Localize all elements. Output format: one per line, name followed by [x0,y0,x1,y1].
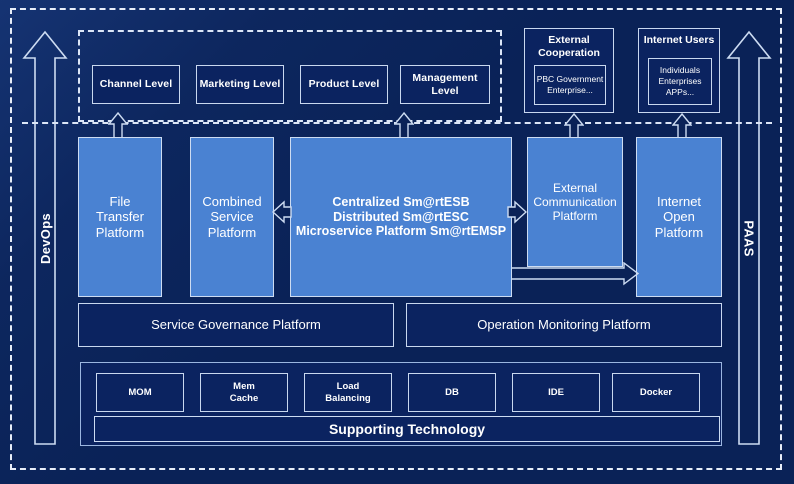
level-label: Product Level [308,78,380,91]
platform-label: Combined Service Platform [202,194,262,240]
supporting-technology-label: Supporting Technology [328,420,486,437]
devops-label: DevOps [37,212,53,264]
platform-label: File Transfer Platform [95,194,145,240]
level-label: Channel Level [99,78,173,91]
external-cooperation-members: PBC Government Enterprise... [534,65,606,105]
platform-label: External Communication Platform [533,180,617,224]
internet-users-title: Internet Users [643,34,715,46]
platform-internet-open[interactable]: Internet Open Platform [636,137,722,297]
platform-label: Centralized Sm@rtESB Distributed Sm@rtES… [295,194,507,239]
external-cooperation-group[interactable]: External Cooperation PBC Government Ente… [524,28,614,113]
platform-label: Internet Open Platform [654,194,704,240]
paas-arrow: PAAS [726,28,772,448]
operation-monitoring-platform[interactable]: Operation Monitoring Platform [406,303,722,347]
tech-box-mem-cache[interactable]: Mem Cache [200,373,288,412]
external-comm-outbound-arrow [507,198,528,231]
internet-users-members-label: Individuals Enterprises APPs... [658,64,702,98]
tech-label: Docker [639,386,673,398]
management-label: Service Governance Platform [151,317,321,333]
diagram-outer-frame [10,8,782,470]
internet-users-group[interactable]: Internet Users Individuals Enterprises A… [638,28,720,113]
level-label: Marketing Level [199,78,281,91]
combined-service-inbound-arrow [271,198,292,231]
level-box-management[interactable]: Management Level [400,65,490,104]
internet-users-members: Individuals Enterprises APPs... [648,58,712,105]
paas-label-wrap: PAAS [726,28,772,448]
tech-box-ide[interactable]: IDE [512,373,600,412]
paas-label: PAAS [741,219,757,257]
tech-box-db[interactable]: DB [408,373,496,412]
platform-esb-esc-emsp[interactable]: Centralized Sm@rtESB Distributed Sm@rtES… [290,137,512,297]
tech-label: Mem Cache [229,381,259,404]
tech-label: DB [445,386,459,398]
tech-label: IDE [548,386,564,398]
tech-label: MOM [128,386,152,398]
tech-box-docker[interactable]: Docker [612,373,700,412]
tech-box-mom[interactable]: MOM [96,373,184,412]
internet-open-link-arrow [510,261,640,291]
tech-box-load-balancing[interactable]: Load Balancing [304,373,392,412]
external-cooperation-members-label: PBC Government Enterprise... [536,73,604,95]
devops-arrow: DevOps [22,28,68,448]
consumer-levels-container [78,30,502,122]
platform-combined-service[interactable]: Combined Service Platform [190,137,274,297]
level-box-channel[interactable]: Channel Level [92,65,180,104]
management-label: Operation Monitoring Platform [477,317,651,333]
level-label: Management Level [412,71,478,97]
level-box-marketing[interactable]: Marketing Level [196,65,284,104]
external-cooperation-title: External Cooperation [538,34,600,59]
tech-label: Load Balancing [325,381,371,404]
service-governance-platform[interactable]: Service Governance Platform [78,303,394,347]
devops-label-wrap: DevOps [22,28,68,448]
level-box-product[interactable]: Product Level [300,65,388,104]
supporting-technology-bar[interactable]: Supporting Technology [94,416,720,442]
platform-file-transfer[interactable]: File Transfer Platform [78,137,162,297]
platform-external-communication[interactable]: External Communication Platform [527,137,623,267]
